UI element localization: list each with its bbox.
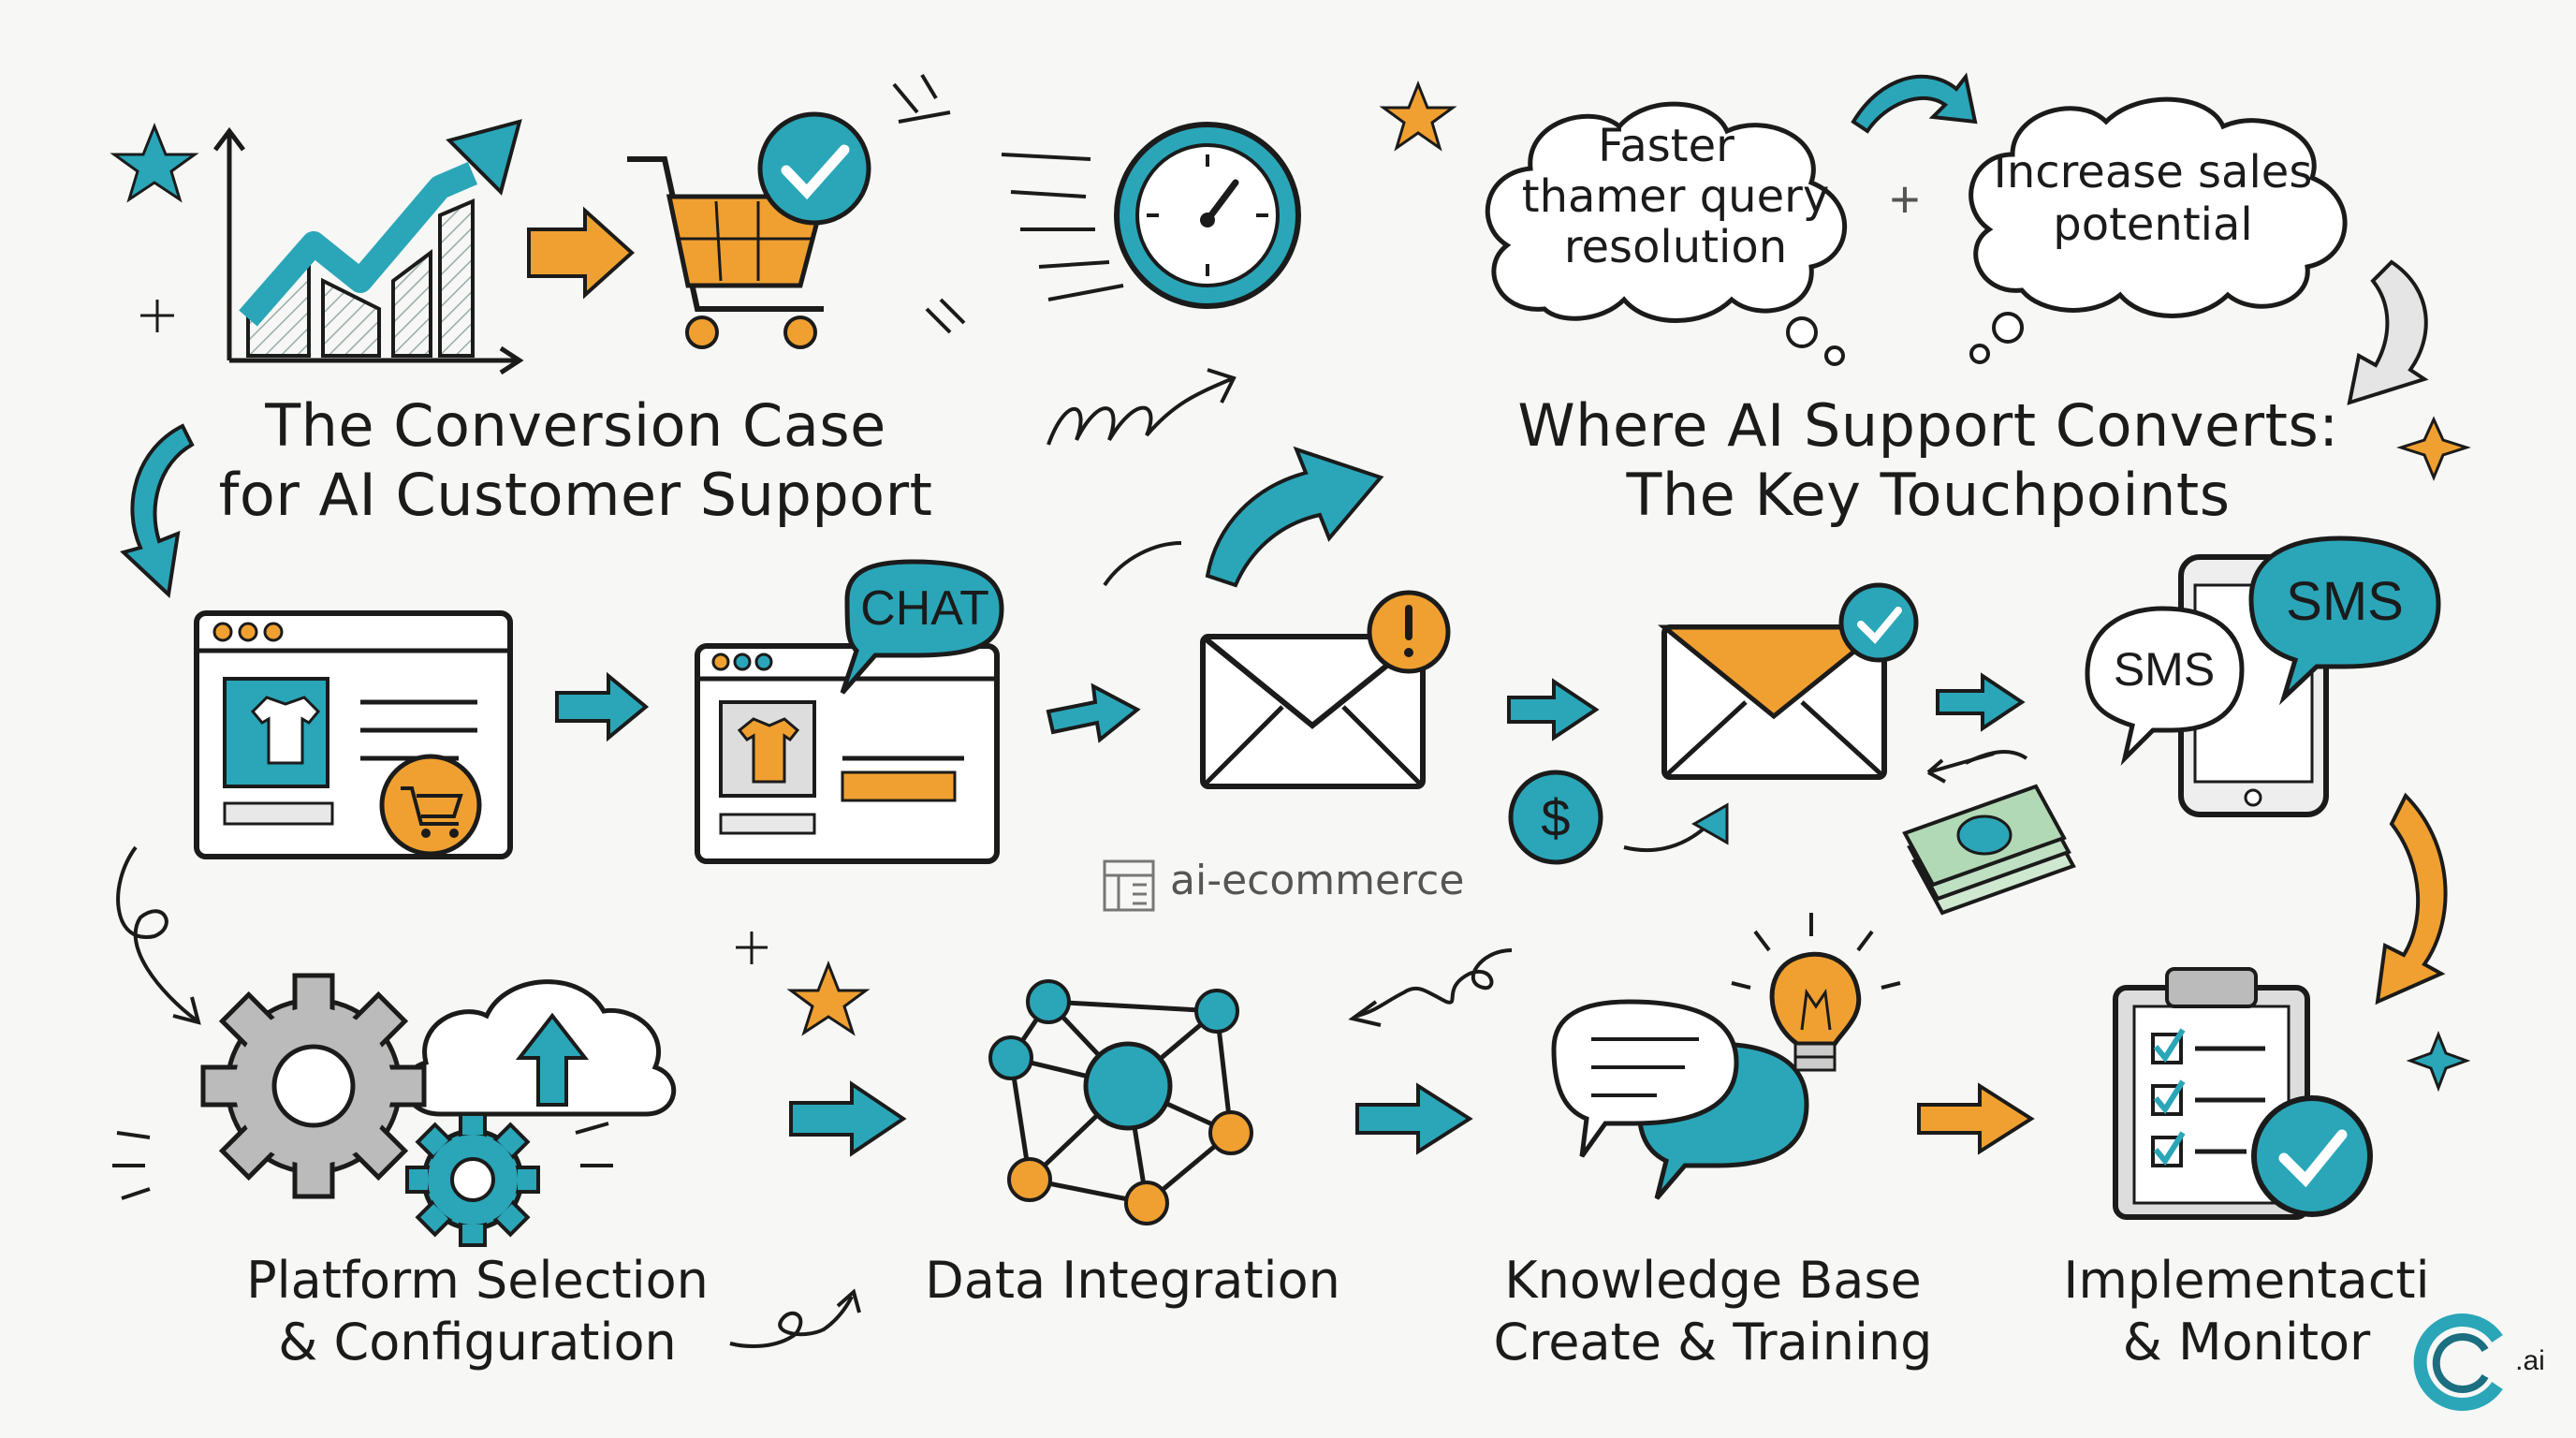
title-left: The Conversion Case for AI Customer Supp…: [201, 391, 950, 530]
thought-cloud-left: [1485, 101, 1848, 366]
logo-icon: [2413, 1313, 2503, 1411]
arrow-icon: [1507, 678, 1600, 741]
thought-plus-text: +: [1890, 169, 1921, 228]
phone-sms-icon: [2085, 536, 2441, 817]
sparkle-icon: [140, 300, 768, 964]
step-label-data-integration: Data Integration: [880, 1250, 1385, 1312]
squiggle-arrow-icon: [729, 1288, 861, 1348]
title-left-line1: The Conversion Case: [265, 391, 886, 460]
dollar-coin-icon: [1508, 770, 1603, 865]
step-label-knowledge-base: Knowledge Base Create & Training: [1460, 1250, 1966, 1373]
arrow-icon: [1917, 1082, 2035, 1155]
squiggle-arrow-icon: [1046, 368, 1237, 446]
thought-right-line1: Increase sales: [1994, 146, 2313, 198]
chat-bubble-text: CHAT: [860, 581, 989, 636]
arrow-icon: [1936, 672, 2026, 732]
step-label-line2: Create & Training: [1493, 1313, 1933, 1372]
title-left-line2: for AI Customer Support: [218, 461, 933, 529]
cart-check-icon: [627, 111, 871, 349]
star-icon: [1379, 80, 1457, 152]
arrow-icon: [1355, 1082, 1473, 1155]
curved-arrow-icon: [2375, 792, 2448, 1005]
star-icon: [786, 960, 871, 1036]
curved-arrow-icon: [120, 423, 195, 599]
envelope-alert-icon: [1200, 590, 1451, 789]
step-label-line1: Data Integration: [925, 1251, 1340, 1310]
browser-window-icon: [194, 610, 513, 859]
gears-cloud-icon: [112, 973, 677, 1247]
curved-arrow-icon: [1623, 802, 1729, 853]
thought-left-line2: thamer query: [1522, 170, 1830, 223]
star-icon: [110, 122, 199, 203]
clock-icon: [892, 73, 1301, 334]
title-right-line2: The Key Touchpoints: [1626, 461, 2231, 529]
squiggle-arrow-icon: [116, 845, 201, 1025]
curved-arrow-icon: [1103, 446, 1384, 588]
step-label-line2: & Monitor: [2122, 1313, 2371, 1372]
chat-window-icon: [695, 559, 1004, 864]
curved-arrow-icon: [1851, 72, 1978, 134]
clipboard-check-icon: [2113, 967, 2373, 1220]
knowledge-base-icon: [1551, 913, 1901, 1200]
arrow-icon: [789, 1080, 907, 1157]
step-label-line1: Implementacti: [2063, 1251, 2430, 1310]
step-label-line2: & Configuration: [278, 1313, 677, 1372]
thought-cloud-right: [1969, 96, 2348, 364]
thought-right-line2: potential: [2053, 198, 2253, 251]
watermark-text: ai-ecommerce: [1170, 857, 1465, 904]
arrow-icon: [1046, 682, 1141, 743]
sms-large-text: SMS: [2286, 571, 2404, 632]
arrow-icon: [555, 671, 650, 742]
squiggle-arrow-icon: [1348, 948, 1513, 1027]
sms-small-text: SMS: [2114, 643, 2215, 696]
sparkle-icon: [2396, 416, 2471, 1093]
title-right-line1: Where AI Support Converts:: [1517, 391, 2339, 460]
step-label-line1: Knowledge Base: [1504, 1251, 1922, 1310]
dollar-sign-text: $: [1541, 788, 1570, 847]
curved-arrow-icon: [2347, 259, 2429, 405]
logo-text: .ai: [2515, 1345, 2545, 1376]
thought-left-line3: resolution: [1564, 221, 1787, 273]
arrow-icon: [527, 206, 635, 300]
cash-stack-icon: [1902, 750, 2076, 916]
envelope-check-icon: [1657, 582, 1919, 780]
thought-left-line1: Faster: [1598, 120, 1734, 172]
step-label-line1: Platform Selection: [246, 1251, 709, 1310]
title-right: Where AI Support Converts: The Key Touch…: [1460, 391, 2396, 530]
growth-chart-icon: [213, 119, 524, 375]
watermark-logo-icon: [1103, 859, 1155, 912]
step-label-implementation: Implementacti & Monitor: [2022, 1250, 2471, 1373]
network-icon: [988, 979, 1253, 1225]
step-label-platform: Platform Selection & Configuration: [225, 1250, 730, 1373]
